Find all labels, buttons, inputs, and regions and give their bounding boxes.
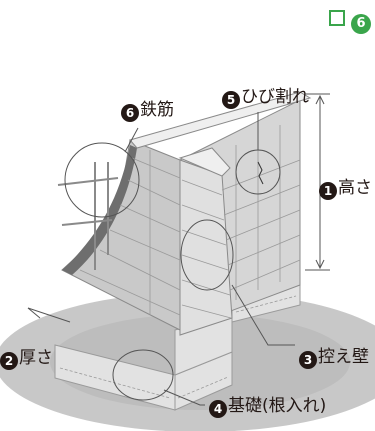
checkbox-icon[interactable] — [329, 10, 345, 26]
label-height-text: 高さ — [338, 178, 372, 198]
section-number-badge: 6 — [351, 14, 371, 34]
block-joints — [79, 125, 301, 319]
label-foundation-text: 基礎(根入れ) — [228, 396, 327, 416]
buttress-top-cap — [178, 147, 231, 177]
label-thickness-text: 厚さ — [19, 348, 53, 368]
foundation-callout-ellipse — [112, 349, 174, 401]
crack-line — [257, 161, 264, 185]
wall-top-cap — [129, 91, 312, 149]
rebar-callout-circle — [64, 142, 140, 218]
section-marker: 6 — [329, 9, 371, 34]
height-dimension — [305, 93, 330, 271]
label-crack-text: ひび割れ — [241, 87, 309, 107]
buttress-callout-ellipse — [180, 219, 234, 291]
wall-cut-section — [62, 145, 137, 275]
thickness-dimension — [27, 307, 71, 323]
label-buttress-text: 控え壁 — [318, 347, 369, 367]
leader-lines — [124, 112, 295, 406]
label-rebar-text: 鉄筋 — [140, 100, 174, 120]
